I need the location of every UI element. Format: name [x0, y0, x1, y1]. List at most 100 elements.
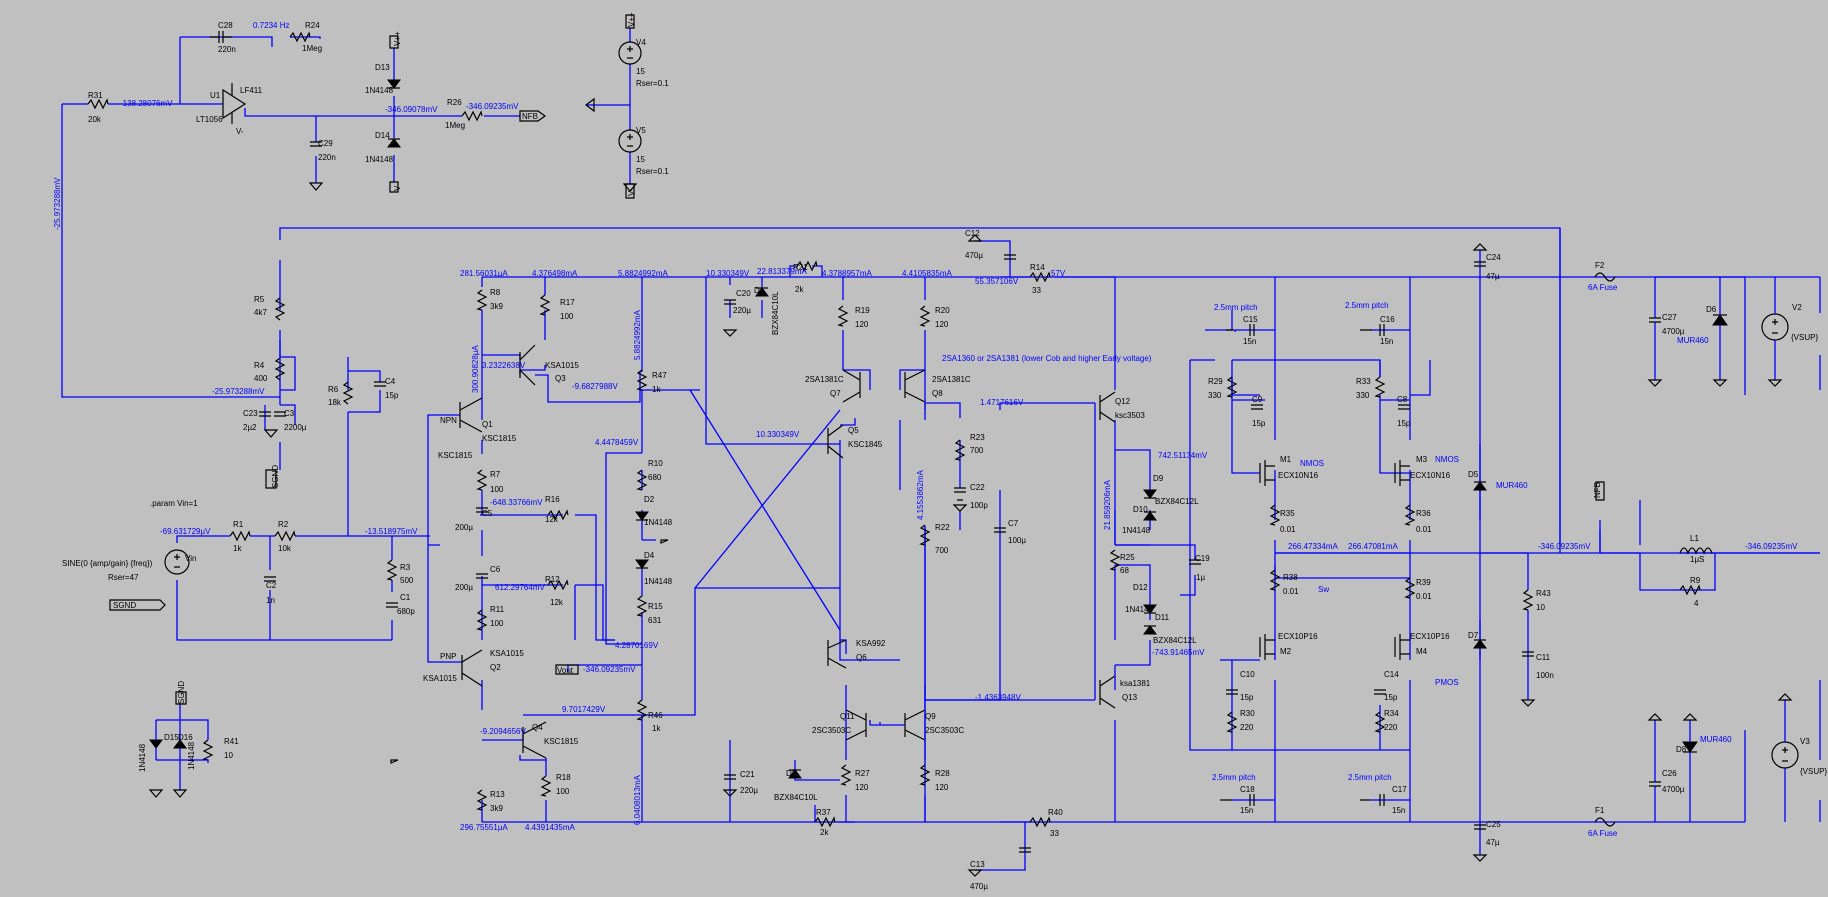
label-f2: F2 — [1595, 261, 1605, 270]
probe-r2: -13.518975mV — [365, 527, 418, 536]
note-pitch-c17: 2.5mm pitch — [1348, 773, 1392, 782]
value-f2: 6A Fuse — [1588, 283, 1618, 292]
label-c20: C20 — [736, 289, 751, 298]
value-r19: 120 — [855, 320, 869, 329]
label-m1: M1 — [1280, 455, 1292, 464]
label-q5: Q5 — [848, 426, 859, 435]
value-q1: KSC1815 — [482, 434, 517, 443]
label-r2: R2 — [278, 520, 289, 529]
capacitor-c6 — [476, 573, 488, 579]
source-v3 — [1771, 741, 1799, 769]
value-q9: 2SC3503C — [925, 726, 964, 735]
probe-r12: 612.29764mV — [495, 583, 545, 592]
label-c4: C4 — [385, 377, 396, 386]
value-r14: 33 — [1032, 286, 1041, 295]
probe-r23: 1.4717616V — [980, 398, 1024, 407]
note-hz: 0.7234 Hz — [253, 21, 289, 30]
resistor-r26 — [461, 110, 483, 122]
label-d11: D11 — [1155, 613, 1170, 622]
capacitor-c11 — [1522, 651, 1534, 657]
value-r30: 220 — [1240, 723, 1254, 732]
value-c4: 15p — [385, 391, 399, 400]
value-r47: 1k — [652, 385, 661, 394]
value-r5: 4k7 — [254, 308, 267, 317]
probe-q3b: 3.2322638V — [482, 361, 526, 370]
value-r41: 10 — [224, 751, 233, 760]
source-v5 — [618, 129, 642, 153]
label-c16: C16 — [1380, 315, 1395, 324]
resistor-r11 — [476, 609, 488, 631]
label-r23: R23 — [970, 433, 985, 442]
resistor-r1 — [229, 530, 251, 542]
value-v5: 15 — [636, 155, 645, 164]
value-r4: 400 — [254, 374, 268, 383]
value-v3: {VSUP} — [1800, 767, 1827, 776]
value-r34: 220 — [1384, 723, 1398, 732]
value-c10: 15p — [1240, 693, 1254, 702]
label-v3: V3 — [1800, 737, 1810, 746]
probe-r14: 55.357106V — [975, 277, 1019, 286]
label-r43: R43 — [1536, 589, 1551, 598]
label-r25: R25 — [1120, 553, 1135, 562]
capacitor-c13 — [1019, 847, 1031, 853]
capacitor-c22 — [954, 487, 966, 493]
resistor-r6 — [342, 381, 354, 405]
value-c19: 1µ — [1196, 573, 1205, 582]
probe-q5: 10.330349V — [756, 430, 800, 439]
value-q13: ksa1381 — [1120, 679, 1151, 688]
transistor-q8 — [904, 369, 926, 403]
probe-q12i: 21.859206mA — [1103, 480, 1112, 530]
capacitor-c17 — [1379, 794, 1385, 806]
transistor-q11 — [845, 709, 867, 741]
resistor-r34 — [1374, 711, 1386, 733]
value-d13: 1N4148 — [365, 86, 394, 95]
resistor-r15 — [636, 595, 648, 617]
label-r39: R39 — [1416, 578, 1431, 587]
diode-d10 — [1143, 511, 1157, 521]
probe-u1: -346.09078mV — [385, 105, 438, 114]
resistor-r5 — [274, 297, 286, 321]
value-d5: MUR460 — [1496, 481, 1528, 490]
label-d9: D9 — [1153, 474, 1164, 483]
label-r27: R27 — [855, 769, 870, 778]
label-r28: R28 — [935, 769, 950, 778]
value-c29: 220n — [318, 153, 336, 162]
value-r31: 20k — [88, 115, 102, 124]
value-d10: BZX84C12L — [1155, 497, 1199, 506]
port-tags — [109, 14, 1605, 705]
capacitor-c3 — [274, 411, 286, 417]
note-pitch-c18: 2.5mm pitch — [1212, 773, 1256, 782]
value-r40: 33 — [1050, 829, 1059, 838]
components — [87, 31, 1799, 853]
value-c16: 15n — [1380, 337, 1393, 346]
capacitor-c18 — [1249, 794, 1255, 806]
capacitor-c14 — [1374, 689, 1386, 695]
value-f1: 6A Fuse — [1588, 829, 1618, 838]
resistor-r36 — [1404, 504, 1416, 526]
note-sub: 2SA1360 or 2SA1381 (lower Cob and higher… — [942, 354, 1152, 363]
label-r22: R22 — [935, 523, 950, 532]
probe-feedback: -25.973288mV — [53, 177, 62, 230]
diode-d7 — [1473, 639, 1487, 649]
resistor-r17 — [539, 294, 551, 316]
label-c22: C22 — [970, 483, 985, 492]
value-m3: ECX10N16 — [1410, 471, 1451, 480]
label-d2: D2 — [644, 495, 655, 504]
port-vpp2: V++ — [627, 12, 636, 27]
probe-d1: 22.813379mA — [757, 267, 807, 276]
label-d10: D10 — [1133, 505, 1148, 514]
diode-d2 — [635, 511, 649, 521]
transistor-q5 — [827, 424, 844, 459]
resistor-r39 — [1404, 577, 1416, 599]
capacitor-c1 — [386, 602, 398, 608]
resistor-r21 — [796, 260, 818, 272]
value-r38: 0.01 — [1283, 587, 1299, 596]
value-r29: 330 — [1208, 391, 1222, 400]
value-r43: 10 — [1536, 603, 1545, 612]
probe-r47top: 5.8824992mA — [618, 269, 668, 278]
label-vin: Vin — [185, 554, 196, 563]
label-r8: R8 — [490, 288, 501, 297]
label-c13: C13 — [970, 860, 985, 869]
port-vmm2: V- — [627, 188, 636, 196]
value-c25: 47µ — [1486, 838, 1500, 847]
